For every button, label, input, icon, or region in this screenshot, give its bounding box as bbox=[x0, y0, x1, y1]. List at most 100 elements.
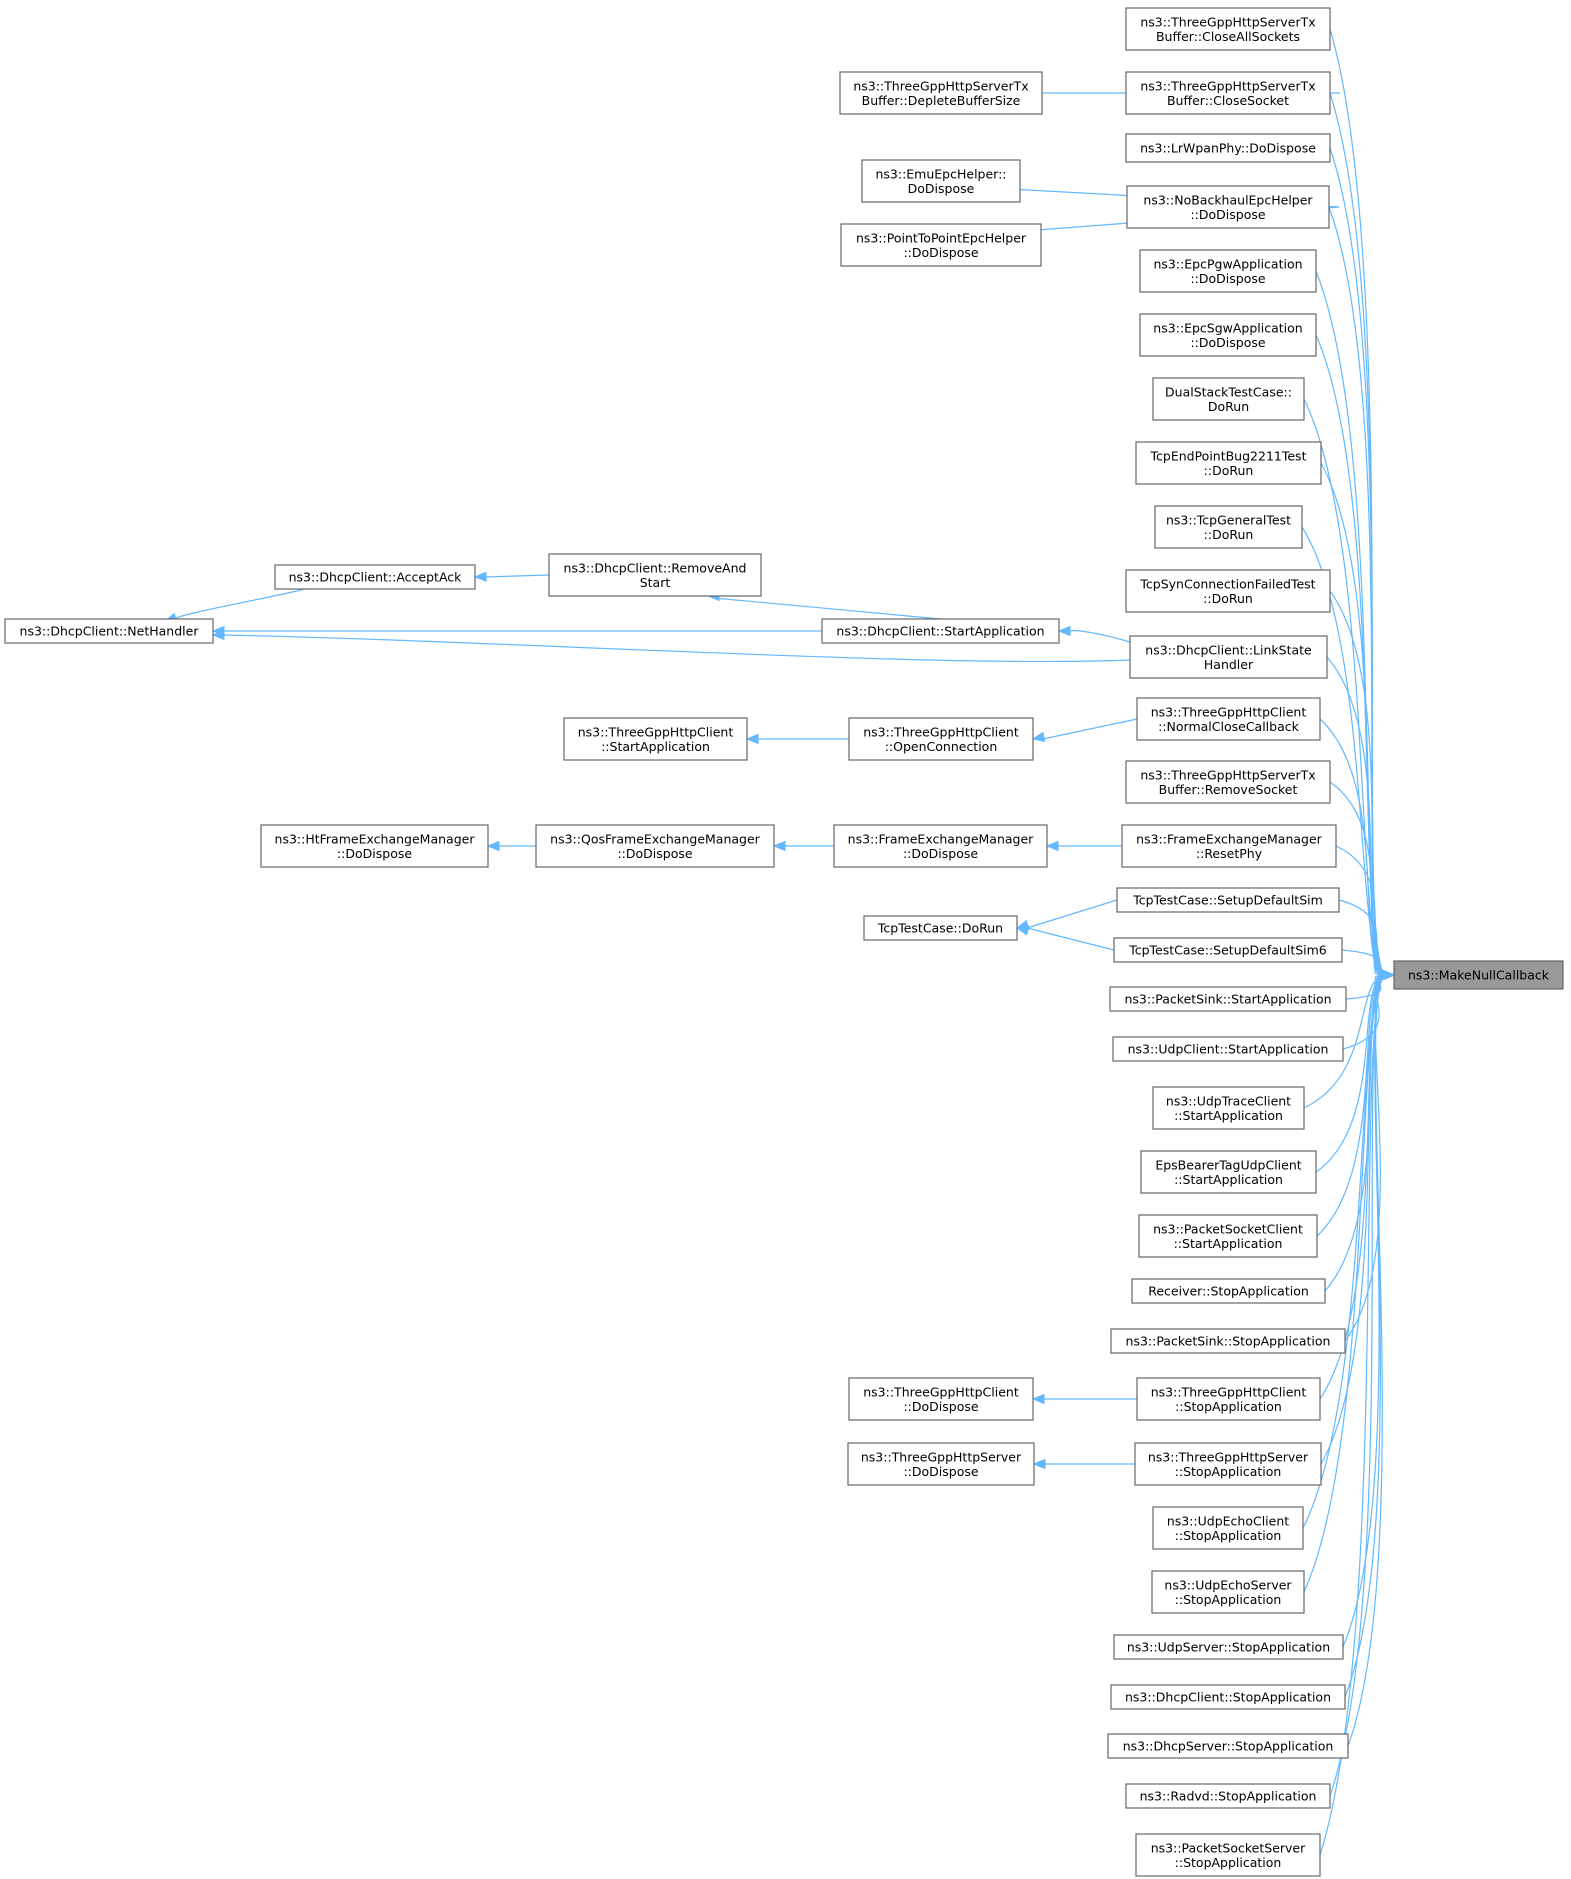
edge-DhcpLinkState-to-DhcpStartApp bbox=[1057, 625, 1131, 643]
node-HttpClientStartApp[interactable]: ns3::ThreeGppHttpClient::StartApplicatio… bbox=[563, 717, 748, 761]
node-FemDoDispose[interactable]: ns3::FrameExchangeManager::DoDispose bbox=[833, 824, 1048, 868]
node-TcpGeneralDoRun[interactable]: ns3::TcpGeneralTest::DoRun bbox=[1154, 505, 1303, 549]
node-TcpSetupSim6[interactable]: TcpTestCase::SetupDefaultSim6 bbox=[1113, 937, 1343, 963]
node-label: ns3::FrameExchangeManager bbox=[1136, 831, 1322, 846]
node-label: TcpTestCase::DoRun bbox=[877, 921, 1003, 936]
node-TcpTestDoRun[interactable]: TcpTestCase::DoRun bbox=[863, 915, 1018, 941]
node-PacketSocketClientStart[interactable]: ns3::PacketSocketClient::StartApplicatio… bbox=[1138, 1214, 1318, 1258]
edge-arrowhead bbox=[1057, 625, 1071, 637]
node-UdpTraceClientStart[interactable]: ns3::UdpTraceClient::StartApplication bbox=[1152, 1086, 1305, 1130]
node-HttpServerDoDispose[interactable]: ns3::ThreeGppHttpServer::DoDispose bbox=[847, 1442, 1035, 1486]
node-UdpClientStart[interactable]: ns3::UdpClient::StartApplication bbox=[1112, 1036, 1344, 1062]
node-TcpSetupSim[interactable]: TcpTestCase::SetupDefaultSim bbox=[1116, 887, 1340, 913]
node-label: ns3::DhcpClient::AcceptAck bbox=[289, 570, 463, 585]
node-box bbox=[833, 824, 1048, 868]
node-label: ns3::ThreeGppHttpServer bbox=[861, 1449, 1022, 1464]
node-EmuEpcHelperDoDispose[interactable]: ns3::EmuEpcHelper::DoDispose bbox=[861, 159, 1021, 203]
node-box bbox=[1125, 133, 1331, 163]
node-FemResetPhy[interactable]: ns3::FrameExchangeManager::ResetPhy bbox=[1121, 824, 1337, 868]
node-QosFemDoDispose[interactable]: ns3::QosFrameExchangeManager::DoDispose bbox=[535, 824, 775, 868]
node-NoBackhaulDoDispose[interactable]: ns3::NoBackhaulEpcHelper::DoDispose bbox=[1126, 185, 1330, 229]
node-PacketSinkStart[interactable]: ns3::PacketSink::StartApplication bbox=[1109, 986, 1347, 1012]
node-label: ns3::DhcpClient::StartApplication bbox=[836, 624, 1044, 639]
node-HttpClientNormalClose[interactable]: ns3::ThreeGppHttpClient::NormalCloseCall… bbox=[1136, 697, 1321, 741]
node-label: ::DoDispose bbox=[337, 846, 412, 861]
node-box bbox=[1393, 960, 1564, 990]
edge-line bbox=[713, 597, 941, 620]
node-box bbox=[1125, 71, 1331, 115]
node-DhcpClientStop[interactable]: ns3::DhcpClient::StopApplication bbox=[1110, 1684, 1346, 1710]
node-UdpEchoClientStop[interactable]: ns3::UdpEchoClient::StopApplication bbox=[1152, 1506, 1304, 1550]
node-label: ::DoDispose bbox=[1190, 271, 1265, 286]
node-PacketSocketServerStop[interactable]: ns3::PacketSocketServer::StopApplication bbox=[1135, 1833, 1321, 1877]
node-label: Buffer::CloseSocket bbox=[1167, 93, 1289, 108]
node-label: ns3::HtFrameExchangeManager bbox=[275, 831, 476, 846]
node-EpcSgwDoDispose[interactable]: ns3::EpcSgwApplication::DoDispose bbox=[1139, 313, 1317, 357]
node-EpcPgwDoDispose[interactable]: ns3::EpcPgwApplication::DoDispose bbox=[1139, 249, 1317, 293]
node-DhcpNetHandler[interactable]: ns3::DhcpClient::NetHandler bbox=[4, 618, 214, 644]
node-ReceiverStop[interactable]: Receiver::StopApplication bbox=[1131, 1278, 1326, 1304]
node-label: ns3::ThreeGppHttpServerTx bbox=[1140, 14, 1315, 29]
edge-HttpClientStop-to-HttpClientDoDispose bbox=[1031, 1393, 1137, 1405]
node-TcpSynDoRun[interactable]: TcpSynConnectionFailedTest::DoRun bbox=[1125, 569, 1331, 613]
edge-line bbox=[1326, 656, 1385, 976]
node-HttpClientOpenConn[interactable]: ns3::ThreeGppHttpClient::OpenConnection bbox=[848, 717, 1034, 761]
node-label: Buffer::DepleteBufferSize bbox=[862, 93, 1021, 108]
node-MakeNullCallback[interactable]: ns3::MakeNullCallback bbox=[1393, 960, 1564, 990]
edge-ReceiverStop-to-MakeNullCallback bbox=[1324, 969, 1396, 1292]
node-P2PEpcDoDispose[interactable]: ns3::PointToPointEpcHelper::DoDispose bbox=[840, 223, 1042, 267]
edge-CloseSocket-to-MakeNullCallback bbox=[1329, 92, 1396, 981]
node-TcpEndPointDoRun[interactable]: TcpEndPointBug2211Test::DoRun bbox=[1135, 441, 1322, 485]
node-box bbox=[863, 915, 1018, 941]
edge-arrowhead bbox=[1382, 969, 1396, 981]
node-label: ::DoDispose bbox=[1190, 335, 1265, 350]
node-UdpServerStop[interactable]: ns3::UdpServer::StopApplication bbox=[1113, 1634, 1344, 1660]
node-PacketSinkStop[interactable]: ns3::PacketSink::StopApplication bbox=[1110, 1328, 1346, 1354]
node-label: ns3::ThreeGppHttpClient bbox=[863, 1384, 1019, 1399]
edge-line bbox=[1338, 899, 1385, 976]
node-label: ::StartApplication bbox=[601, 739, 710, 754]
node-UdpEchoServerStop[interactable]: ns3::UdpEchoServer::StopApplication bbox=[1151, 1570, 1305, 1614]
node-label: ns3::EpcPgwApplication bbox=[1153, 256, 1302, 271]
node-CloseSocket[interactable]: ns3::ThreeGppHttpServerTxBuffer::CloseSo… bbox=[1125, 71, 1331, 115]
edge-line bbox=[1329, 590, 1385, 976]
node-DhcpAcceptAck[interactable]: ns3::DhcpClient::AcceptAck bbox=[274, 564, 476, 590]
node-HtFemDoDispose[interactable]: ns3::HtFrameExchangeManager::DoDispose bbox=[260, 824, 489, 868]
edge-line bbox=[1344, 974, 1385, 1342]
node-label: DoRun bbox=[1208, 399, 1249, 414]
node-box bbox=[1112, 1036, 1344, 1062]
edge-line bbox=[1303, 974, 1385, 1593]
edge-line bbox=[1329, 92, 1385, 976]
node-box bbox=[821, 618, 1060, 644]
node-label: ns3::LrWpanPhy::DoDispose bbox=[1140, 141, 1316, 156]
node-HttpClientStop[interactable]: ns3::ThreeGppHttpClient::StopApplication bbox=[1136, 1377, 1321, 1421]
node-DepleteBufferSize[interactable]: ns3::ThreeGppHttpServerTxBuffer::Deplete… bbox=[839, 71, 1043, 115]
node-label: ::StartApplication bbox=[1174, 1108, 1283, 1123]
node-label: ns3::DhcpClient::NetHandler bbox=[20, 624, 200, 639]
node-label: ns3::EmuEpcHelper:: bbox=[875, 166, 1006, 181]
edge-RadvdStop-to-MakeNullCallback bbox=[1329, 969, 1396, 1797]
node-RadvdStop[interactable]: ns3::Radvd::StopApplication bbox=[1125, 1783, 1331, 1809]
node-label: ns3::PacketSink::StopApplication bbox=[1126, 1334, 1331, 1349]
edge-line bbox=[1329, 147, 1385, 976]
node-label: ::DoDispose bbox=[903, 245, 978, 260]
node-box bbox=[1113, 1634, 1344, 1660]
node-label: ::DoDispose bbox=[903, 846, 978, 861]
node-DhcpStartApp[interactable]: ns3::DhcpClient::StartApplication bbox=[821, 618, 1060, 644]
node-LrWpanPhyDoDispose[interactable]: ns3::LrWpanPhy::DoDispose bbox=[1125, 133, 1331, 163]
node-label: ::DoDispose bbox=[1190, 207, 1265, 222]
node-HttpServerStop[interactable]: ns3::ThreeGppHttpServer::StopApplication bbox=[1134, 1442, 1322, 1486]
node-RemoveSocket[interactable]: ns3::ThreeGppHttpServerTxBuffer::RemoveS… bbox=[1125, 760, 1331, 804]
node-box bbox=[1135, 441, 1322, 485]
node-HttpClientDoDispose[interactable]: ns3::ThreeGppHttpClient::DoDispose bbox=[848, 1377, 1034, 1421]
node-CloseAllSockets[interactable]: ns3::ThreeGppHttpServerTxBuffer::CloseAl… bbox=[1125, 7, 1331, 51]
node-DhcpServerStop[interactable]: ns3::DhcpServer::StopApplication bbox=[1107, 1733, 1349, 1759]
node-EpsBearerStart[interactable]: EpsBearerTagUdpClient::StartApplication bbox=[1140, 1150, 1317, 1194]
edge-line bbox=[1347, 974, 1385, 1747]
node-DualStackDoRun[interactable]: DualStackTestCase::DoRun bbox=[1152, 377, 1305, 421]
edge-QosFemDoDispose-to-HtFemDoDispose bbox=[486, 840, 536, 852]
node-label: ns3::FrameExchangeManager bbox=[848, 831, 1034, 846]
node-label: ns3::UdpTraceClient bbox=[1166, 1093, 1291, 1108]
